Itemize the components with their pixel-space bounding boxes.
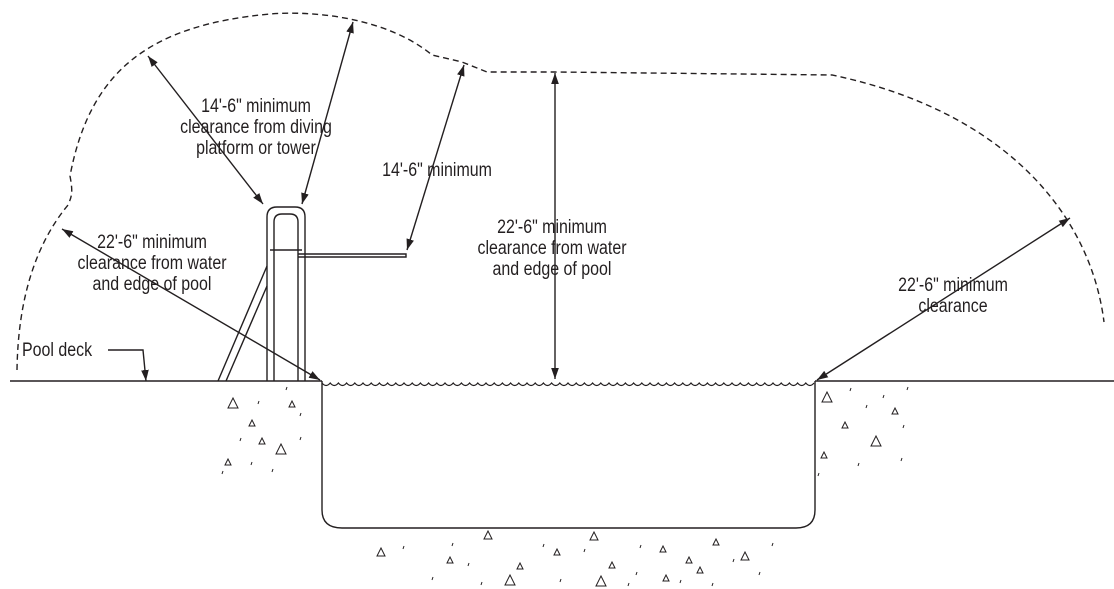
gravel-speck	[299, 436, 302, 441]
gravel-stone	[820, 450, 828, 459]
gravel-speck	[635, 571, 638, 576]
gravel-speck	[250, 461, 253, 466]
gravel-speck	[221, 470, 224, 475]
gravel-stone	[446, 555, 454, 564]
gravel-speck	[817, 472, 820, 477]
gravel-speck	[285, 386, 288, 391]
gravel-speck	[849, 387, 852, 392]
ground-texture	[221, 386, 909, 587]
gravel-stone	[258, 436, 266, 445]
gravel-speck	[857, 462, 860, 467]
gravel-speck	[639, 544, 642, 549]
gravel-speck	[402, 545, 405, 550]
gravel-speck	[900, 457, 903, 462]
gravel-stone	[712, 537, 720, 546]
platform-clearance-arrow-left	[147, 55, 264, 205]
gravel-stone	[821, 390, 833, 403]
gravel-stone	[504, 573, 516, 586]
gravel-stone	[516, 561, 524, 570]
pool-deck-label: Pool deck	[22, 340, 93, 361]
gravel-speck	[480, 581, 483, 586]
left-clearance-label: 22'-6" minimum clearance from water and …	[77, 232, 227, 295]
gravel-speck	[732, 558, 735, 563]
platform-clearance-label: 14'-6" minimum clearance from diving pla…	[180, 96, 332, 159]
gravel-stone	[227, 396, 239, 409]
gravel-speck	[679, 579, 682, 584]
diving-platform	[217, 206, 407, 382]
gravel-speck	[467, 562, 470, 567]
gravel-speck	[902, 424, 905, 429]
gravel-stone	[870, 434, 882, 447]
gravel-stone	[248, 418, 256, 427]
gravel-speck	[451, 542, 454, 547]
gravel-speck	[906, 386, 909, 391]
clearance-envelope	[16, 12, 1105, 371]
gravel-speck	[257, 400, 260, 405]
gravel-speck	[882, 394, 885, 399]
gravel-speck	[431, 576, 434, 581]
right-clearance-label: 22'-6" minimum clearance	[898, 275, 1008, 317]
gravel-stone	[275, 442, 287, 455]
pool-basin	[321, 381, 816, 529]
gravel-stone	[553, 547, 561, 556]
gravel-stone	[608, 560, 616, 569]
gravel-stone	[224, 457, 232, 466]
board-clearance-label: 14'-6" minimum	[382, 160, 492, 181]
gravel-stone	[376, 546, 386, 557]
board-clearance-arrow	[406, 64, 465, 251]
gravel-stone	[740, 550, 750, 561]
gravel-speck	[542, 543, 545, 548]
gravel-speck	[271, 468, 274, 473]
gravel-stone	[589, 530, 599, 541]
gravel-stone	[841, 420, 849, 429]
gravel-speck	[758, 571, 761, 576]
gravel-stone	[685, 555, 693, 564]
platform-clearance-arrow-up	[301, 21, 354, 205]
gravel-speck	[559, 578, 562, 583]
gravel-speck	[865, 404, 868, 409]
gravel-stone	[659, 544, 667, 553]
right-clearance-arrow	[816, 217, 1071, 381]
left-clearance-arrow	[61, 228, 321, 381]
vertical-clearance-label: 22'-6" minimum clearance from water and …	[477, 217, 627, 280]
gravel-stone	[662, 573, 670, 582]
gravel-stone	[288, 399, 296, 408]
water-surface	[321, 382, 815, 387]
gravel-stone	[696, 565, 704, 574]
gravel-speck	[299, 412, 302, 417]
gravel-speck	[583, 548, 586, 553]
gravel-stone	[891, 406, 899, 415]
gravel-stone	[595, 574, 607, 587]
gravel-speck	[239, 437, 242, 442]
gravel-stone	[483, 529, 493, 540]
gravel-speck	[711, 582, 714, 587]
gravel-speck	[627, 582, 630, 587]
gravel-speck	[771, 542, 774, 547]
